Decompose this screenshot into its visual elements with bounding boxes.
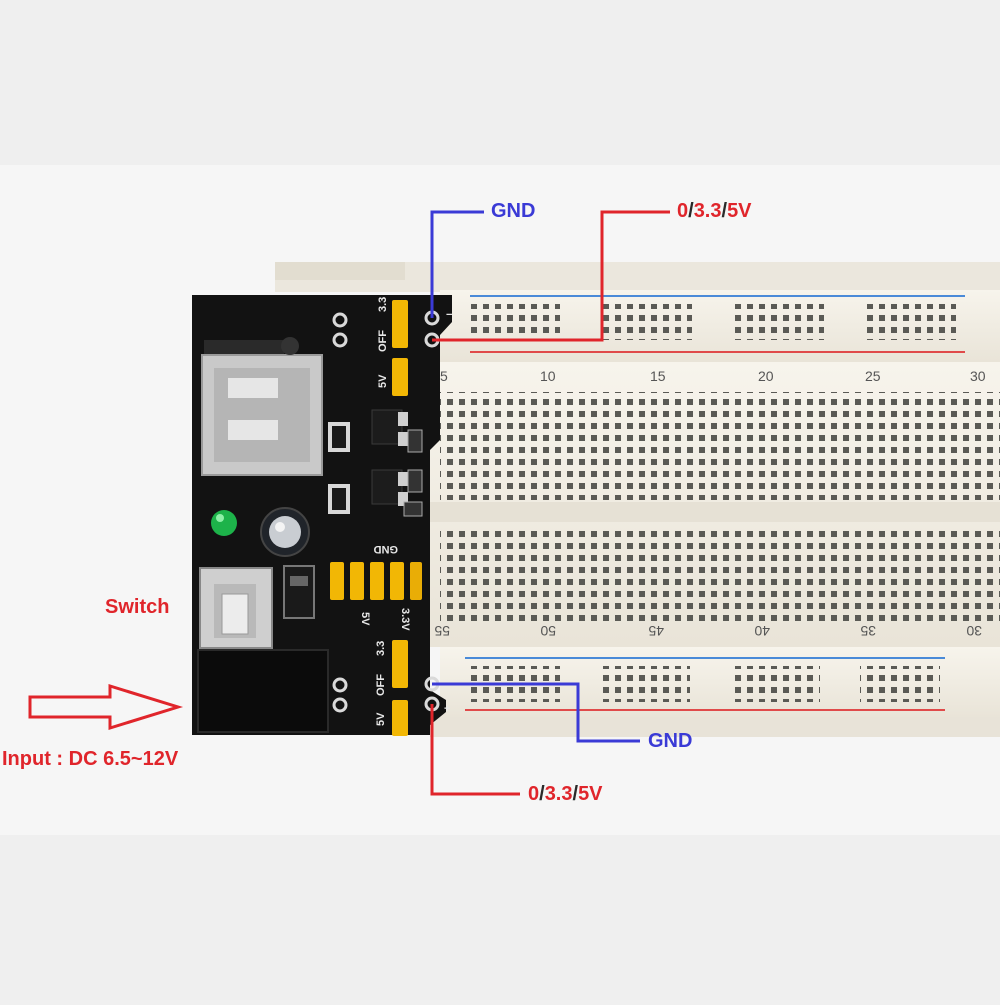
vout-sep: /: [572, 783, 579, 805]
dc-jack: [197, 649, 329, 733]
terminal-strip-upper: [440, 392, 1000, 500]
vout-bottom-wire: [430, 704, 520, 796]
top-voltage-selector[interactable]: [332, 300, 440, 396]
silk-33-top: 3.3: [377, 297, 389, 312]
vout-sep: /: [721, 200, 728, 222]
switch-label: Switch: [105, 596, 170, 618]
silk-5v-top: 5V: [377, 374, 389, 388]
silk-minus-top: −: [446, 309, 452, 321]
vout-opt-0: 0: [677, 200, 689, 222]
gnd-bottom-label: GND: [648, 730, 693, 752]
mid-output-header[interactable]: [330, 562, 422, 600]
breadboard-edge-bottom: [430, 717, 1000, 737]
gnd-top-label: GND: [491, 200, 536, 222]
jumper-cap[interactable]: [392, 640, 408, 688]
silk-33-bot: 3.3: [375, 641, 387, 656]
center-channel: [430, 502, 1000, 522]
usb-port: [201, 337, 323, 476]
silk-5v-mid: 5V: [359, 612, 371, 626]
breadboard: 5 10 15 20 25 30 55 50 45 40 35 30: [275, 262, 1000, 737]
regulators: [283, 409, 423, 619]
silk-5v-bot: 5V: [375, 712, 387, 726]
silk-gnd-mid: GND: [374, 543, 399, 555]
vout-opt-5v: 5V: [578, 783, 603, 805]
vout-opt-0: 0: [528, 783, 540, 805]
silk-plus-bot: +: [444, 703, 450, 715]
power-module: 3.3 OFF 5V − GND 5V 3.3V 3.3: [192, 295, 452, 736]
bb-number: 30: [966, 623, 982, 639]
bb-number: 10: [540, 368, 556, 384]
vout-sep: /: [688, 200, 694, 222]
bb-number: 30: [970, 368, 986, 384]
power-led: [211, 510, 237, 536]
bb-number: 5: [440, 368, 448, 384]
silk-off-top: OFF: [377, 330, 389, 352]
power-switch[interactable]: [199, 567, 273, 649]
bb-number: 35: [860, 623, 876, 639]
jumper-cap[interactable]: [392, 358, 408, 396]
jumper-cap[interactable]: [392, 700, 408, 736]
vout-top-wire: [432, 210, 670, 342]
bb-number: 15: [650, 368, 666, 384]
bb-number: 50: [540, 623, 556, 639]
input-arrow-icon: [28, 683, 184, 731]
vout-sep: /: [539, 783, 545, 805]
capacitor: [260, 507, 310, 557]
vout-top-label: 0/3.3/5V: [677, 200, 752, 222]
vout-bottom-label: 0/3.3/5V: [528, 783, 603, 805]
vout-opt-5v: 5V: [727, 200, 752, 222]
terminal-strip-lower: [440, 528, 1000, 624]
bb-number: 45: [648, 623, 664, 639]
bb-number: 55: [434, 623, 450, 639]
bb-number: 25: [865, 368, 881, 384]
silk-off-bot: OFF: [375, 674, 387, 696]
vout-opt-33: 3.3: [544, 783, 573, 805]
bottom-voltage-selector[interactable]: [332, 640, 440, 736]
bb-number: 20: [758, 368, 774, 384]
gnd-top-wire: [430, 210, 484, 318]
bb-number: 40: [754, 623, 770, 639]
vout-opt-33: 3.3: [693, 200, 722, 222]
input-label: Input : DC 6.5~12V: [2, 748, 179, 770]
gnd-bottom-wire: [432, 682, 640, 743]
silk-33-mid: 3.3V: [399, 608, 411, 631]
jumper-cap[interactable]: [392, 300, 408, 348]
